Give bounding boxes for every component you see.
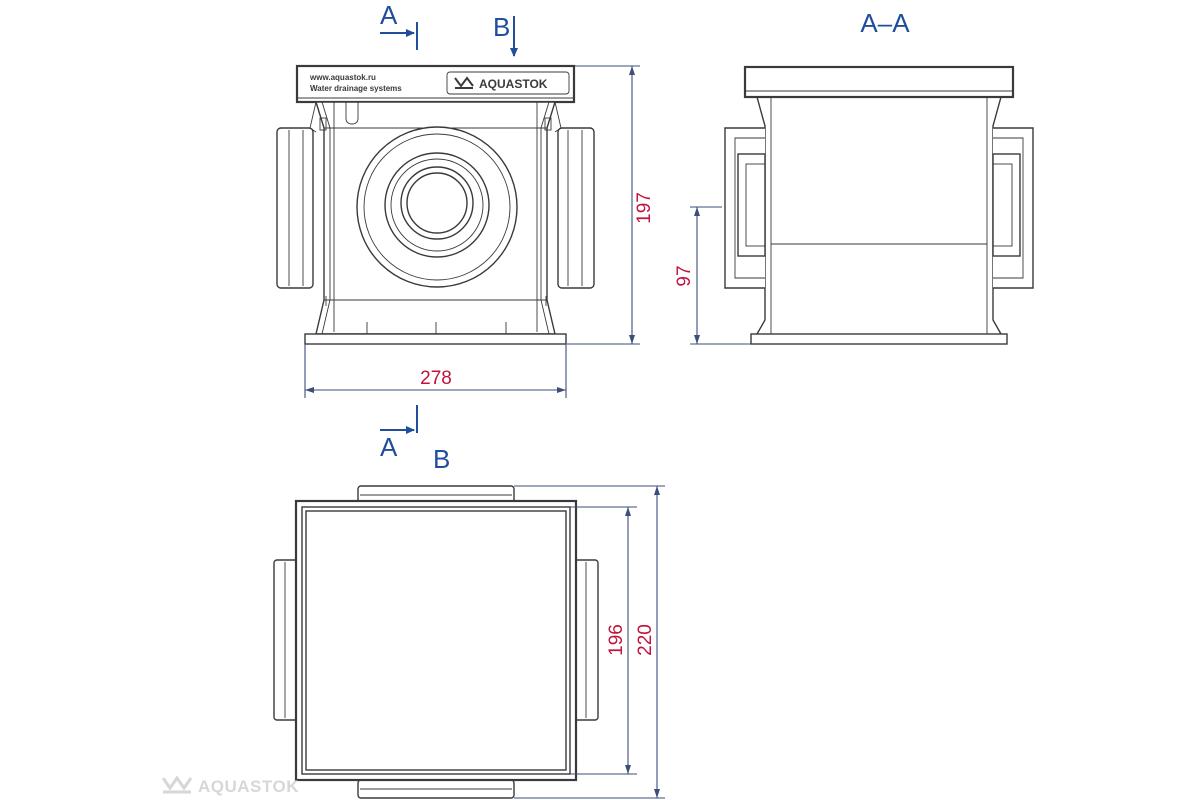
dimension-plan-inner: 196: [570, 506, 637, 775]
plan-top-stub: [357, 485, 515, 505]
plan-title: B: [433, 444, 450, 474]
watermark: AQUASTOK: [161, 775, 299, 796]
section-right-socket: [992, 127, 1034, 289]
section-base-plate: [750, 333, 1008, 345]
front-outlet: [356, 126, 518, 288]
section-view: A–A: [674, 8, 1034, 345]
watermark-logo-icon: [161, 775, 193, 794]
plan-inner-opening: [305, 510, 567, 771]
plan-view: B 196: [273, 444, 665, 799]
dim-section-height-label: 97: [674, 265, 695, 286]
section-a-bottom-label: A: [380, 432, 398, 462]
view-b-top-label: B: [493, 12, 510, 42]
nameplate-logo-icon: [454, 76, 474, 89]
plan-left-stub: [273, 559, 299, 721]
front-left-pipe-stub: [276, 127, 314, 289]
front-right-pipe-stub: [557, 127, 595, 289]
dimension-front-height: 197: [567, 65, 655, 345]
front-base-plate: [304, 333, 567, 345]
plan-rim: [301, 506, 571, 775]
nameplate: www.aquastok.ru Water drainage systems A…: [309, 71, 570, 95]
section-walls: [756, 96, 1002, 335]
nameplate-tagline: Water drainage systems: [310, 84, 402, 93]
nameplate-brand: AQUASTOK: [479, 77, 548, 91]
section-marker-a-bottom: A: [380, 405, 418, 462]
dimension-plan-outer: 220: [514, 485, 665, 799]
section-top-frame: [743, 65, 1015, 99]
dim-plan-outer-label: 220: [635, 624, 656, 656]
dimension-section-height: 97: [674, 206, 751, 345]
plan-bottom-stub: [357, 779, 515, 799]
dimension-front-width: 278: [304, 344, 567, 398]
section-a-top-label: A: [380, 0, 398, 30]
section-title: A–A: [860, 8, 910, 38]
dim-front-width-label: 278: [420, 368, 452, 389]
front-view: www.aquastok.ru Water drainage systems A…: [276, 0, 655, 462]
section-marker-a-top: A: [380, 0, 418, 50]
plan-right-stub: [573, 559, 599, 721]
dim-plan-inner-label: 196: [606, 624, 627, 656]
nameplate-url: www.aquastok.ru: [309, 73, 376, 82]
dim-front-height-label: 197: [634, 192, 655, 224]
plan-outer-frame: [294, 499, 578, 782]
watermark-brand: AQUASTOK: [198, 777, 299, 796]
view-marker-b-top: B: [493, 12, 518, 57]
section-left-socket: [724, 127, 766, 289]
